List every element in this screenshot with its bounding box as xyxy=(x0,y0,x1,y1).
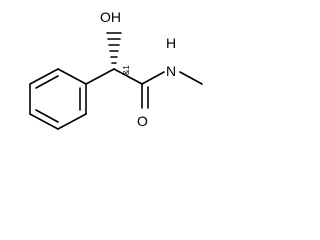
ring-double-bond xyxy=(35,109,59,123)
ring-bond xyxy=(57,68,87,85)
ring-bond xyxy=(57,113,87,130)
stereocenter-to-carbonyl-bond xyxy=(113,68,143,85)
stereo-annotation: &1 xyxy=(122,65,131,75)
carbonyl-to-nitrogen-bond xyxy=(141,71,165,85)
chemical-structure: OH &1 H N O xyxy=(29,9,203,130)
ring-double-bond xyxy=(35,75,59,89)
nitrogen-to-methyl-bond xyxy=(179,71,203,85)
amide-nitrogen-label: N xyxy=(166,63,176,79)
ring-bond xyxy=(29,113,59,130)
carbonyl-oxygen-label: O xyxy=(137,113,148,129)
hydroxyl-label: OH xyxy=(100,9,121,25)
ring-bond xyxy=(29,68,59,85)
amide-hydrogen-label: H xyxy=(166,35,176,51)
ring-to-stereocenter-bond xyxy=(85,68,115,85)
hashed-wedge-bond xyxy=(106,32,122,64)
benzene-ring xyxy=(29,68,87,130)
